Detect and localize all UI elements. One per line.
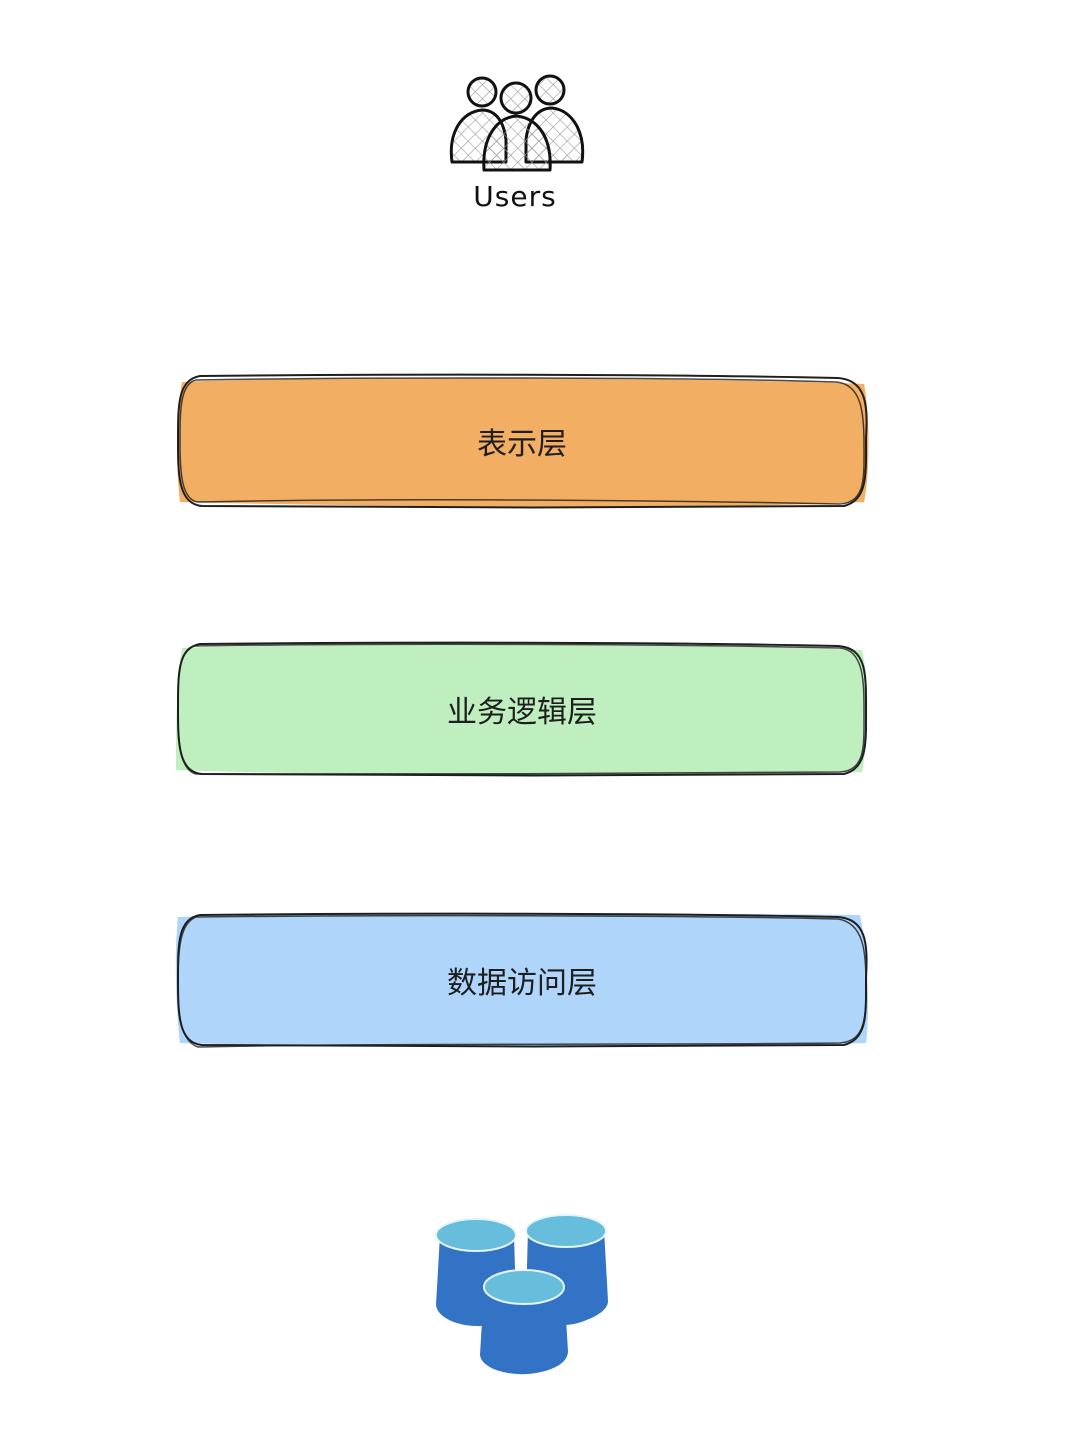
presentation-layer-label: 表示层 xyxy=(477,427,567,462)
data-access-layer-box: 数据访问层 xyxy=(175,912,869,1048)
presentation-layer-box: 表示层 xyxy=(176,373,869,509)
data-access-layer-label: 数据访问层 xyxy=(447,966,597,1001)
business-logic-layer-shape xyxy=(176,641,868,777)
database-cylinders xyxy=(435,1214,608,1375)
presentation-layer-shape xyxy=(176,373,869,509)
business-logic-layer-box: 业务逻辑层 xyxy=(176,641,868,777)
data-access-layer-shape xyxy=(175,912,869,1048)
database-icon xyxy=(428,1205,618,1380)
users-node: Users xyxy=(440,70,590,230)
business-logic-layer-label: 业务逻辑层 xyxy=(447,695,597,730)
users-icon xyxy=(449,74,585,172)
users-label: Users xyxy=(473,180,557,213)
